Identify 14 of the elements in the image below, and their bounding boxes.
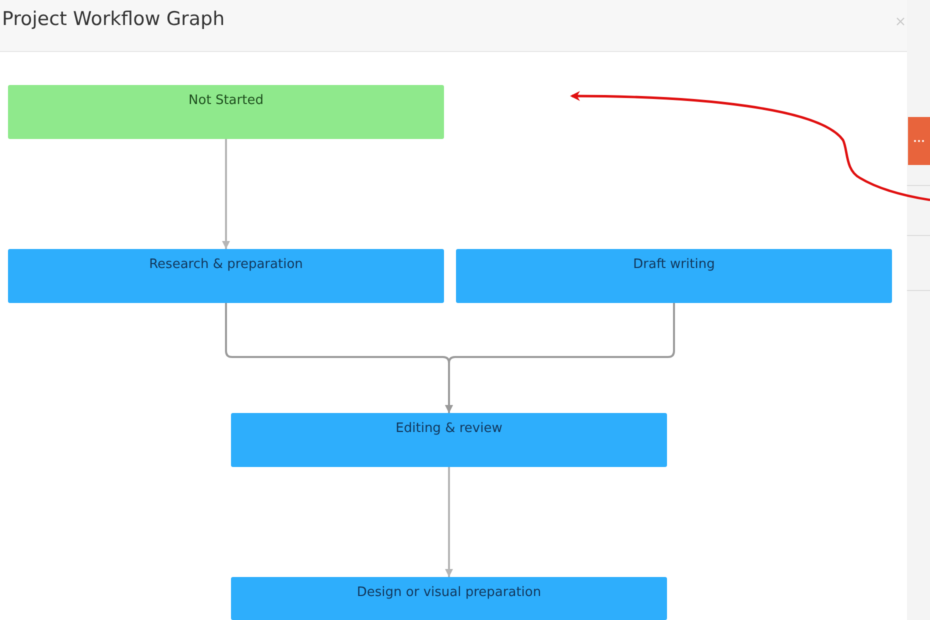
process-box xyxy=(231,413,667,467)
node-label: Design or visual preparation xyxy=(356,585,542,601)
process-box xyxy=(8,249,444,303)
connector-arrow xyxy=(222,139,230,249)
process-box xyxy=(456,249,892,303)
node-label: Editing & review xyxy=(396,421,502,437)
node-label: Draft writing xyxy=(633,257,715,273)
dialog-title: Project Workflow Graph xyxy=(2,8,225,30)
connector-arrow xyxy=(445,467,453,577)
connector-arrow xyxy=(445,303,675,413)
node-label: Not Started xyxy=(188,93,264,109)
node-label: Research & preparation xyxy=(149,257,303,273)
process-box xyxy=(8,85,444,139)
process-box xyxy=(231,577,667,620)
